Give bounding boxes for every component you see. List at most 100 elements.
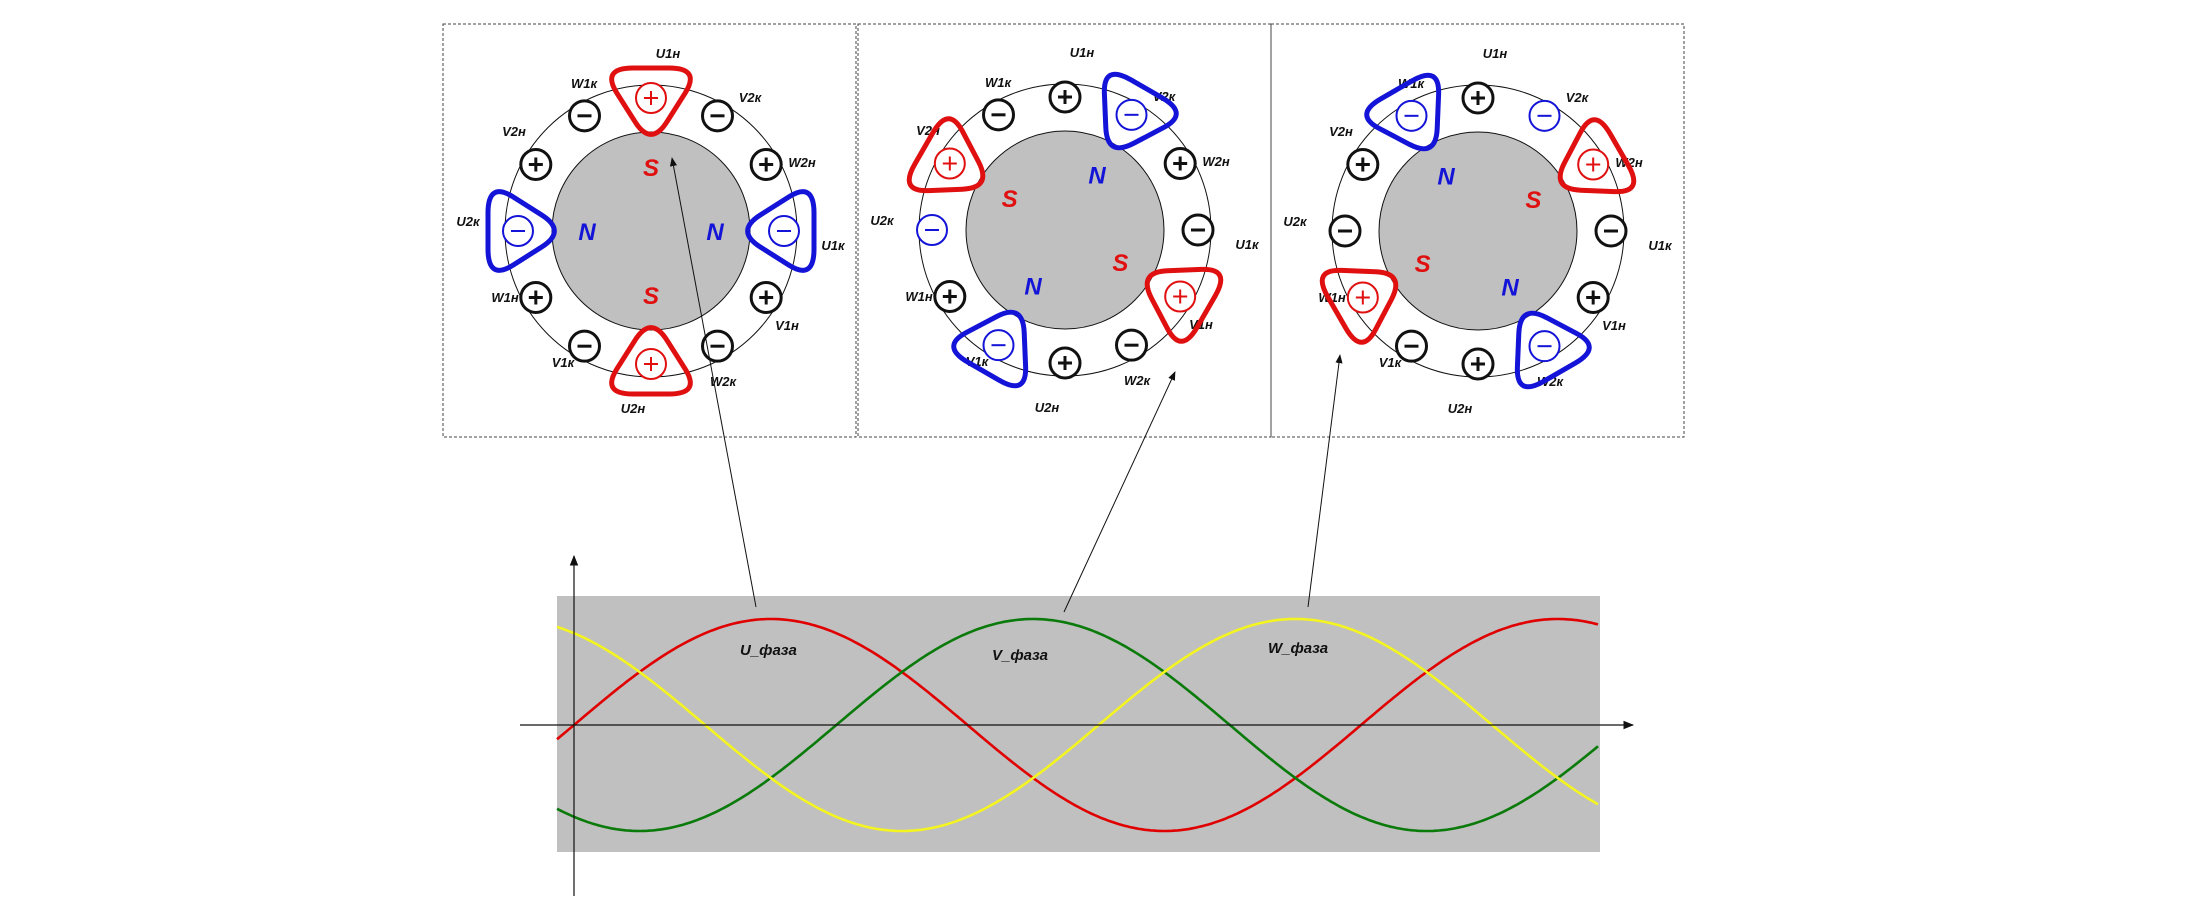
- slot-label: U2н: [1448, 401, 1473, 416]
- slot-label: W2к: [1537, 374, 1565, 389]
- slot-W1к: [1395, 99, 1428, 132]
- slot-label: U1н: [1483, 46, 1508, 61]
- slot-label: W1к: [985, 75, 1013, 90]
- slot-V2н: [519, 148, 553, 181]
- slot-label: V1н: [775, 318, 799, 333]
- slot-label: U1к: [821, 238, 846, 253]
- slot-label: W1н: [905, 289, 933, 304]
- slot-W1н: [519, 281, 553, 314]
- slot-W2к: [1115, 328, 1148, 362]
- slot-U1к: [1594, 214, 1628, 248]
- slot-label: U2к: [456, 214, 481, 229]
- slot-label: V2к: [739, 90, 763, 105]
- coil-loop: [1319, 267, 1399, 345]
- slot-V2н: [1346, 148, 1380, 181]
- slot-V2к: [1115, 98, 1148, 131]
- arrow-v-to-panel: [1063, 371, 1176, 613]
- rotor: [1378, 131, 1578, 331]
- pole-label-n: N: [1024, 273, 1042, 300]
- slot-V2н: [933, 147, 966, 180]
- slot-label: W2к: [1124, 373, 1152, 388]
- slot-label: W2к: [710, 374, 738, 389]
- slot-V1к: [568, 329, 601, 363]
- slot-label: U1н: [656, 46, 681, 61]
- rotor: [965, 130, 1165, 330]
- pole-label-s: S: [1415, 251, 1431, 278]
- pole-label-n: N: [578, 219, 596, 246]
- slot-label: V1н: [1602, 318, 1626, 333]
- waveform-plot: U_фаза V_фаза W_фаза: [520, 554, 1635, 896]
- coil-loop: [609, 65, 693, 137]
- plot-background: [557, 596, 1600, 852]
- waveform-u: [556, 617, 1599, 833]
- coil-loop: [1364, 72, 1442, 152]
- coil-loop: [906, 116, 986, 194]
- slot-W1н: [933, 280, 967, 313]
- pole-label-s: S: [643, 283, 659, 310]
- slot-U2н: [1461, 347, 1495, 381]
- slot-V2к: [701, 99, 734, 133]
- pole-label-n: N: [1088, 163, 1106, 190]
- wave-label-v: V_фаза: [992, 647, 1048, 664]
- pole-label-s: S: [1002, 186, 1018, 213]
- slot-label: V1к: [552, 355, 576, 370]
- slot-W2н: [1163, 147, 1197, 180]
- slot-label: V2н: [502, 124, 526, 139]
- slot-U1к: [768, 215, 800, 247]
- pointer-arrows: [669, 157, 1343, 613]
- pole-label-n: N: [1501, 274, 1519, 301]
- slot-W2н: [1577, 148, 1610, 181]
- slot-U1к: [1181, 213, 1215, 247]
- slot-label: V2н: [1329, 124, 1353, 139]
- slot-label: U2н: [621, 401, 646, 416]
- coil-loop: [1514, 310, 1592, 390]
- slot-W2к: [1528, 330, 1561, 363]
- slot-label: V2к: [1566, 90, 1590, 105]
- slot-U1н: [1461, 81, 1495, 115]
- pole-label-s: S: [1112, 250, 1128, 277]
- slot-W2н: [749, 148, 783, 181]
- slot-label: U1н: [1070, 45, 1095, 60]
- waveform-w: [556, 617, 1599, 833]
- slot-label: U1к: [1648, 238, 1673, 253]
- slot-label: W1к: [571, 76, 599, 91]
- coil-loop: [485, 189, 557, 273]
- slot-W1к: [982, 98, 1015, 132]
- slot-V2к: [1528, 99, 1561, 132]
- slot-U1н: [1048, 80, 1082, 114]
- slot-W1к: [568, 99, 601, 133]
- wave-label-u: U_фаза: [740, 642, 797, 659]
- slot-label: U2к: [870, 213, 895, 228]
- slot-W1н: [1346, 281, 1379, 314]
- slot-label: U2к: [1283, 214, 1308, 229]
- panel-border: [1270, 23, 1685, 438]
- slot-U2к: [1328, 214, 1362, 248]
- coil-loop: [609, 325, 693, 397]
- slot-W2к: [701, 329, 734, 363]
- wave-label-w: W_фаза: [1268, 640, 1328, 657]
- slot-U2н: [1048, 346, 1082, 380]
- arrow-w-to-panel: [1307, 354, 1343, 608]
- slot-V1к: [1395, 329, 1428, 363]
- slot-label: U1к: [1235, 237, 1260, 252]
- coil-loop: [1144, 266, 1224, 344]
- waveform-v: [556, 617, 1599, 833]
- coil-loop: [745, 189, 817, 273]
- slot-U2к: [502, 215, 534, 247]
- panel-border: [857, 23, 1272, 438]
- slot-label: W2н: [788, 155, 816, 170]
- slot-U2н: [635, 348, 667, 380]
- slot-label: W1н: [491, 290, 519, 305]
- coil-loop: [951, 309, 1029, 389]
- slot-U1н: [635, 82, 667, 114]
- slot-U2к: [916, 214, 948, 246]
- slot-V1н: [1576, 281, 1610, 314]
- coil-loop: [1101, 71, 1179, 151]
- pole-label-s: S: [643, 155, 659, 182]
